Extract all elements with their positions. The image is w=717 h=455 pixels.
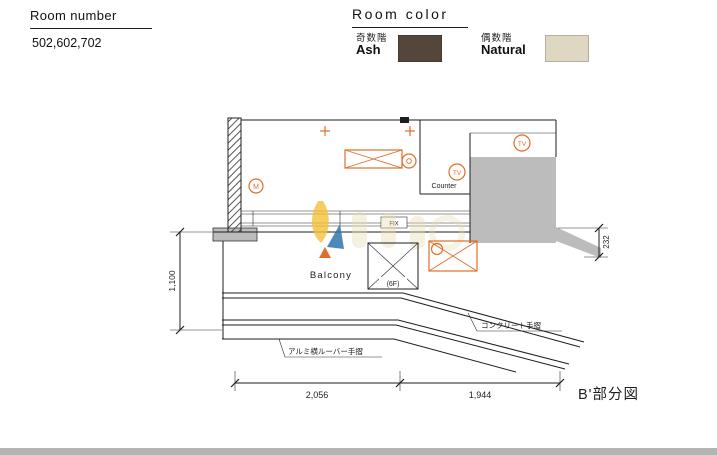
span-left-value: 2,056 bbox=[306, 390, 329, 400]
tv-label-mid: TV bbox=[453, 170, 462, 177]
odd-color-name: Ash bbox=[356, 42, 381, 57]
wall-lines bbox=[241, 117, 557, 243]
floor-ref-label: (6F) bbox=[387, 281, 400, 288]
triangle-marker-icon bbox=[319, 247, 331, 258]
kitchen-counter-icon bbox=[344, 149, 403, 169]
room-number-heading: Room number bbox=[30, 8, 152, 29]
watermark-logo bbox=[311, 201, 465, 251]
dimension-slab-edge: 232 bbox=[558, 223, 611, 262]
balcony-depth-value: 1,100 bbox=[167, 270, 177, 292]
balcony-label: Balcony bbox=[310, 270, 352, 281]
even-floor-label: 偶数階 bbox=[481, 33, 513, 44]
wall-fill-regions bbox=[212, 157, 601, 258]
slab-edge-value: 232 bbox=[602, 235, 611, 249]
dimension-bottom-spans: 2,056 1,944 bbox=[230, 371, 565, 400]
stair-6f-box: (6F) bbox=[367, 242, 419, 290]
cross-mark-icon bbox=[405, 126, 415, 136]
natural-color-swatch bbox=[545, 35, 589, 62]
room-color-heading: Room color bbox=[352, 6, 468, 28]
dimension-balcony-depth: 1,100 bbox=[167, 227, 222, 335]
window-band bbox=[240, 210, 471, 227]
balcony-rail-lines bbox=[222, 241, 585, 373]
aluminum-louver-handrail-note: アルミ横ルーバー手摺 bbox=[288, 346, 363, 356]
fix-label: FIX bbox=[389, 222, 398, 228]
ash-color-swatch bbox=[398, 35, 442, 62]
span-right-value: 1,944 bbox=[469, 390, 492, 400]
fix-window-box bbox=[380, 216, 408, 229]
odd-floor-label: 奇数階 bbox=[356, 33, 388, 44]
tv-label-top: TV bbox=[518, 141, 527, 148]
hatched-wall-section bbox=[227, 117, 242, 233]
meter-label: M bbox=[253, 184, 259, 191]
concrete-handrail-note: コンクリート手摺 bbox=[481, 320, 541, 330]
column-mark bbox=[400, 117, 409, 123]
fixture-symbols: M TV TV bbox=[248, 126, 531, 272]
handrail-notes: コンクリート手摺 アルミ横ルーバー手摺 bbox=[278, 312, 562, 358]
cross-mark-icon bbox=[320, 126, 330, 136]
stove-circle-icon bbox=[401, 153, 417, 169]
meter-circle-icon: M bbox=[248, 178, 264, 194]
room-number-value: 502,602,702 bbox=[32, 36, 102, 50]
tv-circle-icon: TV bbox=[513, 134, 531, 152]
tv-circle-icon: TV bbox=[448, 163, 466, 181]
even-color-name: Natural bbox=[481, 42, 526, 57]
water-heater-box-icon bbox=[428, 240, 478, 272]
counter-label: Counter bbox=[432, 183, 458, 190]
footer-strip bbox=[0, 448, 717, 455]
drawing-title: B'部分図 bbox=[578, 386, 639, 403]
